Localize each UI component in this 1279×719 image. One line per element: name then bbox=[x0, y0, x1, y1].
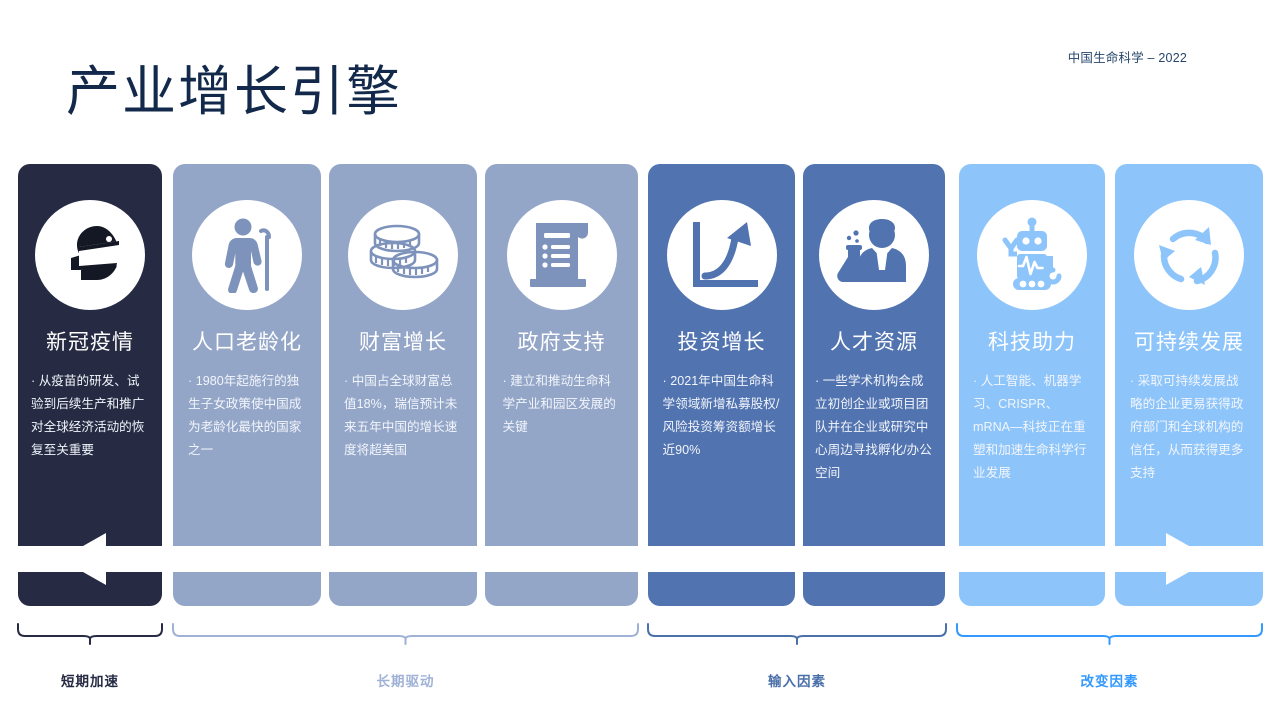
brace-short-term-acceleration bbox=[17, 623, 163, 645]
recycle-cycle-icon-circle bbox=[1134, 200, 1244, 310]
card-title-covid: 新冠疫情 bbox=[46, 331, 134, 354]
card-wealth-growth[interactable]: 财富增长 · 中国占全球财富总值18%，瑞信预计未来五年中国的增长速度将超美国 bbox=[329, 164, 477, 606]
card-technology-boost[interactable]: 科技助力 · 人工智能、机器学习、CRISPR、mRNA—科技正在重塑和加速生命科… bbox=[959, 164, 1105, 606]
card-desc-investment-growth: · 2021年中国生命科学领域新增私募股权/风险投资筹资额增长近90% bbox=[662, 374, 780, 457]
card-title-sustainable-development: 可持续发展 bbox=[1134, 331, 1244, 354]
card-split-gap bbox=[0, 546, 1279, 572]
brace-label-long-term-drivers: 长期驱动 bbox=[376, 674, 435, 689]
brace-long-term-drivers bbox=[172, 623, 639, 645]
robot-icon-circle bbox=[977, 200, 1087, 310]
card-desc-wealth-growth: · 中国占全球财富总值18%，瑞信预计未来五年中国的增长速度将超美国 bbox=[344, 374, 458, 457]
card-title-investment-growth: 投资增长 bbox=[677, 331, 766, 354]
page-title: 产业增长引擎 bbox=[66, 62, 402, 122]
card-desc-technology-boost: · 人工智能、机器学习、CRISPR、mRNA—科技正在重塑和加速生命科学行业发… bbox=[973, 374, 1087, 480]
scientist-flask-icon bbox=[834, 219, 914, 291]
elderly-person-cane-icon-circle bbox=[192, 200, 302, 310]
brace-label-input-factors: 输入因素 bbox=[768, 674, 826, 689]
card-desc-sustainable-development: · 采取可持续发展战略的企业更易获得政府部门和全球机构的信任，从而获得更多支持 bbox=[1130, 374, 1244, 480]
brace-change-factors bbox=[956, 623, 1263, 645]
growth-chart-icon bbox=[685, 218, 759, 292]
card-desc-talent-resources: · 一些学术机构会成立初创企业或项目团队并在企业或研究中心周边寻找孵化/办公空间 bbox=[815, 374, 932, 480]
brace-label-short-term-acceleration: 短期加速 bbox=[61, 674, 119, 689]
card-title-aging-population: 人口老龄化 bbox=[192, 331, 302, 354]
card-title-government-support: 政府支持 bbox=[517, 331, 606, 354]
card-government-support[interactable]: 政府支持 · 建立和推动生命科学产业和园区发展的关键 bbox=[485, 164, 638, 606]
coin-stack-icon-circle bbox=[348, 200, 458, 310]
robot-icon bbox=[993, 216, 1071, 294]
brace-input-factors bbox=[647, 623, 947, 645]
card-title-technology-boost: 科技助力 bbox=[988, 331, 1076, 354]
card-sustainable-development[interactable]: 可持续发展 · 采取可持续发展战略的企业更易获得政府部门和全球机构的信任，从而获得… bbox=[1115, 164, 1263, 606]
card-aging-population[interactable]: 人口老龄化 · 1980年起施行的独生子女政策使中国成为老龄化最快的国家之一 bbox=[173, 164, 321, 606]
scientist-flask-icon-circle bbox=[819, 200, 929, 310]
document-scroll-icon bbox=[526, 217, 598, 293]
card-talent-resources[interactable]: 人才资源 · 一些学术机构会成立初创企业或项目团队并在企业或研究中心周边寻找孵化/… bbox=[803, 164, 945, 606]
card-desc-government-support: · 建立和推动生命科学产业和园区发展的关键 bbox=[502, 374, 616, 434]
recycle-cycle-icon bbox=[1151, 217, 1227, 293]
card-title-wealth-growth: 财富增长 bbox=[359, 331, 447, 354]
card-investment-growth[interactable]: 投资增长 · 2021年中国生命科学领域新增私募股权/风险投资筹资额增长近90% bbox=[648, 164, 795, 606]
card-title-talent-resources: 人才资源 bbox=[830, 331, 918, 354]
brace-group-layer: 短期加速 长期驱动 输入因素 改变因素 bbox=[0, 612, 1279, 719]
growth-chart-icon-circle bbox=[666, 200, 777, 310]
document-scroll-icon-circle bbox=[506, 200, 617, 310]
face-mask-icon bbox=[53, 218, 127, 292]
brace-label-change-factors: 改变因素 bbox=[1080, 674, 1139, 689]
coin-stack-icon bbox=[363, 220, 443, 290]
card-covid[interactable]: 新冠疫情 · 从疫苗的研发、试验到后续生产和推广对全球经济活动的恢复至关重要 bbox=[18, 164, 162, 606]
elderly-person-cane-icon bbox=[213, 217, 281, 293]
card-desc-aging-population: · 1980年起施行的独生子女政策使中国成为老龄化最快的国家之一 bbox=[188, 374, 302, 457]
card-desc-covid: · 从疫苗的研发、试验到后续生产和推广对全球经济活动的恢复至关重要 bbox=[31, 374, 145, 457]
deck-source-label: 中国生命科学 – 2022 bbox=[1067, 51, 1187, 65]
face-mask-icon-circle bbox=[35, 200, 145, 310]
